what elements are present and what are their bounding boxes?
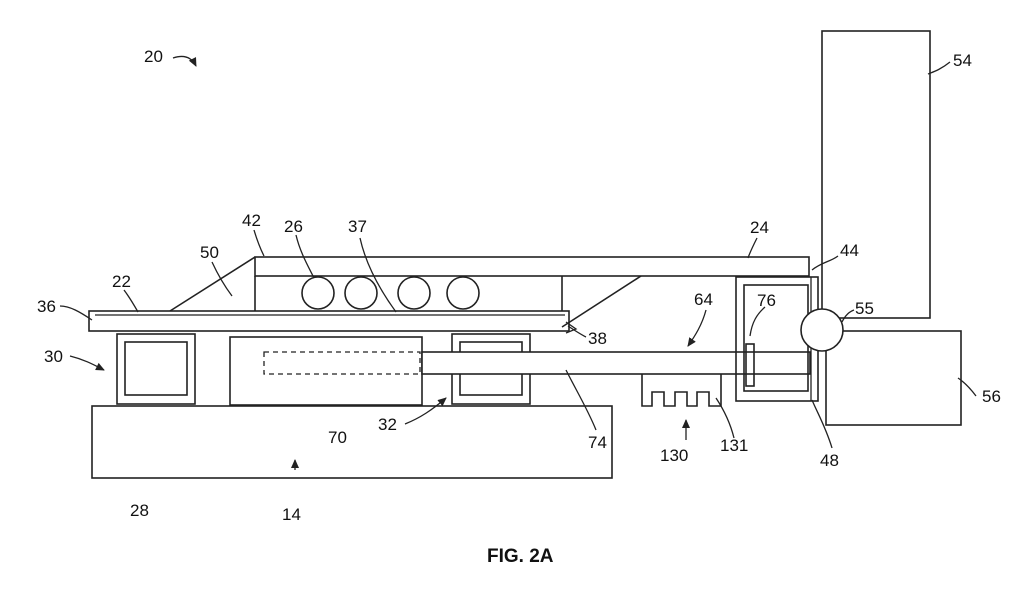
figure-caption: FIG. 2A: [487, 546, 554, 567]
ref-131: 131: [720, 436, 748, 455]
leader-line: [295, 234, 315, 279]
ref-22: 22: [112, 272, 131, 291]
ref-38: 38: [588, 329, 607, 348]
ref-24: 24: [750, 218, 769, 237]
base-block: [91, 405, 613, 479]
side-box: [825, 330, 962, 426]
leader-line: [69, 355, 105, 371]
latch-76: [745, 343, 755, 387]
leader-line: [811, 255, 839, 271]
leader-line: [359, 237, 397, 313]
ref-20: 20: [144, 47, 163, 66]
leader-line: [59, 305, 93, 321]
roller: [301, 276, 335, 310]
leader-line: [841, 309, 855, 323]
ref-74: 74: [588, 433, 607, 452]
ref-48: 48: [820, 451, 839, 470]
ref-44: 44: [840, 241, 859, 260]
leader-line: [687, 309, 707, 347]
actuator-body: [229, 336, 423, 406]
gear-rack: [641, 374, 722, 407]
tall-panel: [821, 30, 931, 319]
roller: [397, 276, 431, 310]
ref-37: 37: [348, 217, 367, 236]
ref-36: 36: [37, 297, 56, 316]
leader-line: [404, 397, 447, 425]
leader-line: [927, 61, 951, 75]
ref-32: 32: [378, 415, 397, 434]
ref-26: 26: [284, 217, 303, 236]
leader-line: [715, 397, 735, 439]
ref-130: 130: [660, 446, 688, 465]
leader-line: [172, 55, 197, 67]
ramp-tip: [565, 321, 578, 334]
ref-14: 14: [282, 505, 301, 524]
pivot: [800, 308, 844, 352]
upper-tray-top: [254, 256, 810, 277]
leader-line: [811, 399, 833, 449]
roller: [446, 276, 480, 310]
leader-line: [211, 261, 233, 297]
leader-line: [123, 289, 139, 313]
ramp: [561, 275, 642, 328]
ref-42: 42: [242, 211, 261, 230]
wedge: [169, 256, 256, 312]
leader-line: [957, 377, 977, 397]
ref-50: 50: [200, 243, 219, 262]
ref-28: 28: [130, 501, 149, 520]
ref-55: 55: [855, 299, 874, 318]
left-support-inner: [124, 341, 188, 396]
leader-line: [565, 369, 597, 431]
left-support-outer: [116, 333, 196, 405]
ref-64: 64: [694, 290, 713, 309]
roller: [344, 276, 378, 310]
plate: [88, 310, 570, 332]
leader-line: [567, 325, 587, 338]
ref-70: 70: [328, 428, 347, 447]
leader-line: [253, 229, 265, 257]
leader-line: [747, 237, 758, 259]
actuator-piston: [263, 351, 421, 375]
leader-line: [749, 306, 766, 337]
ref-56: 56: [982, 387, 1001, 406]
ref-54: 54: [953, 51, 972, 70]
ref-76: 76: [757, 291, 776, 310]
rod: [421, 351, 811, 375]
ref-30: 30: [44, 347, 63, 366]
